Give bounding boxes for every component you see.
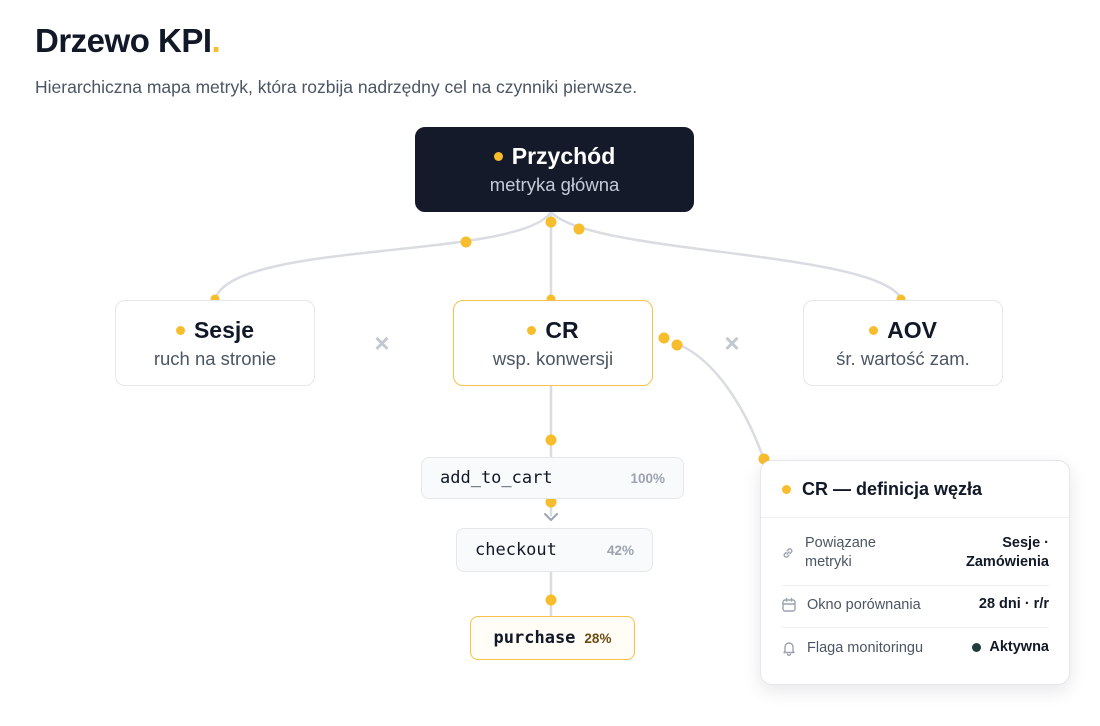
detail-label-text: Okno porównania <box>807 596 921 613</box>
page-title-text: Drzewo KPI <box>35 22 212 59</box>
connector-root-aov <box>549 210 904 302</box>
kpi-node-cr[interactable]: CR wsp. konwersji <box>453 300 653 386</box>
kpi-node-subtitle: wsp. konwersji <box>492 347 614 369</box>
calendar-icon <box>781 597 797 613</box>
status-dot-icon <box>527 325 537 335</box>
kpi-node-subtitle: śr. wartość zam. <box>836 347 970 369</box>
detail-row-monitoring-flag: Flaga monitoringu Aktywna <box>781 638 1049 657</box>
funnel-step-add-to-cart[interactable]: add_to_cart 100% <box>421 457 684 499</box>
detail-row-value: Sesje · Zamówienia <box>966 534 1049 572</box>
multiply-operator: × <box>374 328 390 358</box>
kpi-node-sesje[interactable]: Sesje ruch na stronie <box>115 300 315 386</box>
detail-row-value: 28 dni · r/r <box>978 596 1049 612</box>
kpi-node-name: Sesje <box>193 316 255 343</box>
multiply-operator: × <box>724 328 740 358</box>
connector-dot <box>545 216 557 228</box>
connector-dot <box>460 236 472 248</box>
status-badge: Aktywna <box>972 638 1049 657</box>
detail-row-label: Okno porównania <box>781 597 921 613</box>
detail-row-related-metrics: Powiązane metryki Sesje · Zamówienia <box>781 534 1049 572</box>
divider <box>781 627 1049 628</box>
status-dot-icon <box>782 484 791 494</box>
divider <box>781 585 1049 586</box>
detail-label-text: Flaga monitoringu <box>807 639 924 656</box>
connector-dot <box>658 332 670 344</box>
status-dot-icon <box>869 325 879 335</box>
status-dot-icon <box>972 643 982 652</box>
kpi-node-root[interactable]: Przychód metryka główna <box>415 127 694 212</box>
panel-title: CR — definicja węzła <box>802 478 983 499</box>
kpi-node-name: Przychód <box>511 143 616 169</box>
status-dot-icon <box>493 152 503 161</box>
detail-label-line: metryki <box>805 554 852 570</box>
connector-dot <box>671 339 683 351</box>
connector-root-sesje <box>213 210 553 302</box>
detail-row-comparison-window: Okno porównania 28 dni · r/r <box>781 595 1049 614</box>
funnel-step-event: purchase <box>493 628 576 648</box>
detail-row-label: Flaga monitoringu <box>781 640 923 656</box>
detail-label-line: Powiązane <box>805 535 876 551</box>
kpi-node-subtitle: metryka główna <box>489 174 620 195</box>
funnel-step-event: add_to_cart <box>440 468 553 488</box>
page-title: Drzewo KPI. <box>35 22 221 60</box>
funnel-step-percent: 28% <box>584 630 612 646</box>
kpi-node-aov[interactable]: AOV śr. wartość zam. <box>803 300 1003 386</box>
page-subtitle: Hierarchiczna mapa metryk, która rozbija… <box>35 77 638 97</box>
bell-icon <box>781 640 797 656</box>
funnel-step-checkout[interactable]: checkout 42% <box>456 528 653 572</box>
kpi-node-subtitle: ruch na stronie <box>153 347 277 369</box>
detail-value-line: Zamówienia <box>966 554 1049 570</box>
status-dot-icon <box>175 325 185 335</box>
node-detail-panel: CR — definicja węzła Powiązane metryki Se… <box>760 460 1070 685</box>
chevron-down-icon <box>544 513 558 521</box>
detail-row-label: Powiązane metryki <box>781 534 876 572</box>
funnel-step-purchase[interactable]: purchase 28% <box>470 616 635 660</box>
connector-dot <box>573 223 585 235</box>
connector-dot <box>545 496 557 508</box>
kpi-node-title: Sesje <box>175 316 255 344</box>
kpi-node-title: CR <box>527 316 579 344</box>
title-accent-dot: . <box>211 22 221 59</box>
link-icon <box>781 546 795 560</box>
funnel-step-percent: 42% <box>606 542 634 558</box>
connector-dot <box>545 434 557 446</box>
funnel-step-percent: 100% <box>630 470 665 486</box>
kpi-node-title: AOV <box>869 317 937 344</box>
connector-dot <box>545 594 557 606</box>
status-text: Aktywna <box>989 639 1049 655</box>
funnel-step-event: checkout <box>475 540 557 560</box>
detail-value-line: Sesje · <box>1002 535 1049 551</box>
kpi-node-name: AOV <box>887 316 937 343</box>
kpi-node-name: CR <box>545 316 579 343</box>
connector-cr-panel <box>673 341 766 462</box>
kpi-node-title: Przychód <box>493 143 616 170</box>
panel-header: CR — definicja węzła <box>761 461 1069 518</box>
